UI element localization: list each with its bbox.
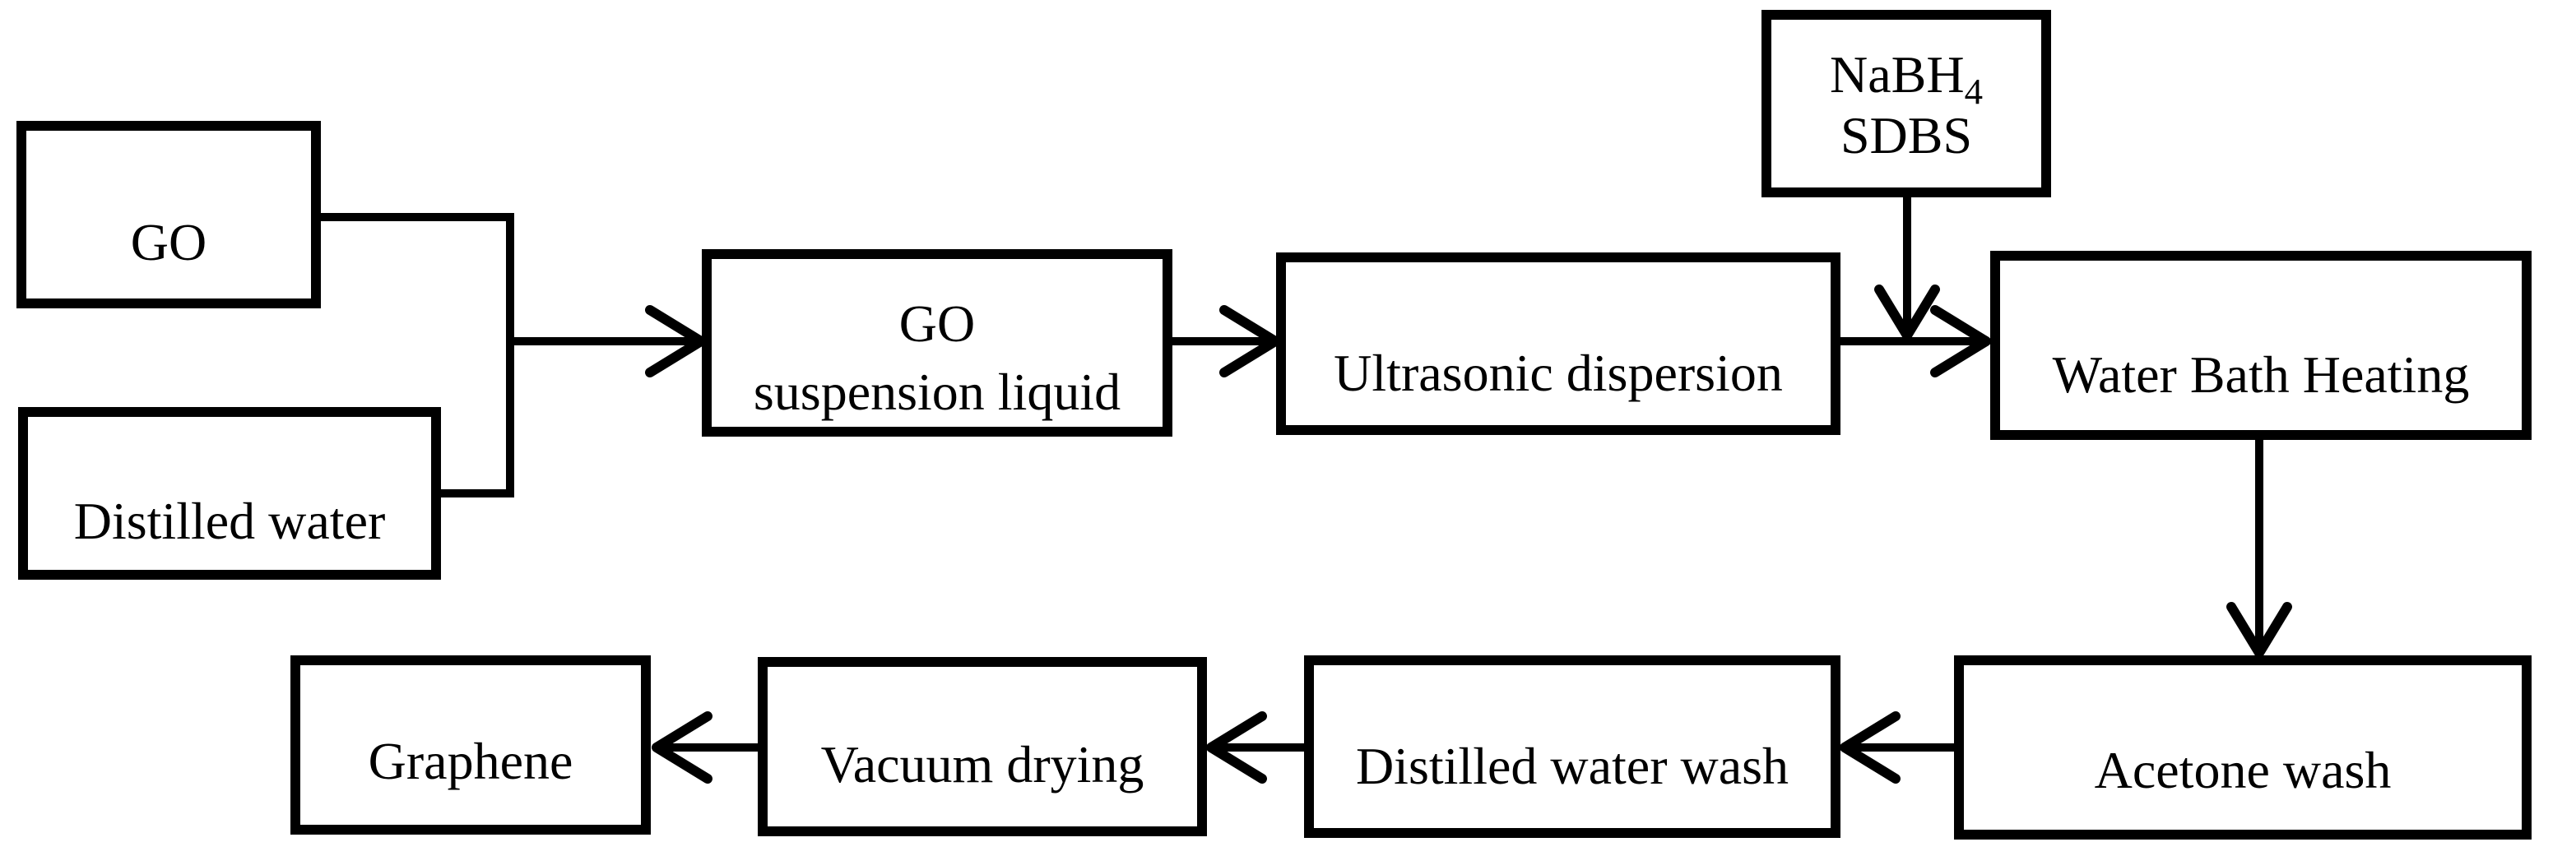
node-graphene-label: Graphene — [369, 729, 573, 794]
node-go-suspension-liquid: GO suspension liquid — [702, 249, 1172, 437]
node-acetone-wash-label: Acetone wash — [2095, 738, 2392, 803]
node-nabh4-formula-base: NaBH — [1830, 44, 1965, 104]
node-go: GO — [16, 121, 321, 308]
node-go-text: GO — [130, 213, 207, 271]
node-acetone-wash-text: Acetone wash — [2094, 741, 2392, 799]
node-water-bath-heating-text: Water Bath Heating — [2052, 345, 2470, 404]
node-distilled-water: Distilled water — [18, 407, 441, 580]
node-vacuum-drying: Vacuum drying — [758, 657, 1207, 836]
node-nabh4-formula-subscript: 4 — [1964, 70, 1983, 112]
node-go-label: GO — [131, 210, 207, 275]
node-distilled-water-wash-text: Distilled water wash — [1355, 737, 1789, 795]
arrowhead-into-water-bath — [1930, 305, 1991, 377]
node-vacuum-drying-text: Vacuum drying — [820, 735, 1144, 794]
arrowhead-into-go-suspension — [645, 305, 706, 377]
edge-merge-go-and-distilled-water — [315, 213, 514, 497]
arrowhead-nabh4-down — [1874, 285, 1940, 340]
node-distilled-water-wash-label: Distilled water wash — [1356, 733, 1789, 799]
arrowhead-into-ultrasonic — [1219, 305, 1280, 377]
node-ultrasonic-dispersion-label: Ultrasonic dispersion — [1334, 340, 1783, 406]
arrowhead-into-graphene — [652, 711, 712, 784]
arrowhead-into-distilled-water-wash — [1840, 711, 1901, 784]
node-water-bath-heating: Water Bath Heating — [1990, 251, 2532, 440]
arrowhead-into-acetone — [2226, 602, 2292, 658]
arrowhead-into-vacuum-drying — [1206, 711, 1267, 784]
node-vacuum-drying-label: Vacuum drying — [821, 732, 1144, 798]
node-ultrasonic-dispersion: Ultrasonic dispersion — [1276, 252, 1840, 435]
node-go-suspension-line1: GO — [898, 294, 976, 353]
node-nabh4-sdbs-label: NaBH4 SDBS — [1830, 44, 1983, 166]
node-nabh4-formula: NaBH4 — [1830, 44, 1983, 109]
node-distilled-water-text: Distilled water — [73, 492, 386, 550]
node-distilled-water-label: Distilled water — [74, 488, 386, 554]
node-go-suspension-liquid-label: GO suspension liquid — [754, 289, 1121, 426]
node-graphene-text: Graphene — [368, 732, 573, 790]
node-graphene: Graphene — [290, 655, 651, 835]
node-nabh4-sdbs: NaBH4 SDBS — [1761, 10, 2051, 197]
node-acetone-wash: Acetone wash — [1954, 655, 2532, 840]
node-water-bath-heating-label: Water Bath Heating — [2053, 342, 2470, 408]
node-distilled-water-wash: Distilled water wash — [1304, 655, 1840, 838]
node-ultrasonic-dispersion-text: Ultrasonic dispersion — [1334, 344, 1783, 402]
node-go-suspension-line2: suspension liquid — [753, 363, 1121, 421]
node-sdbs-text: SDBS — [1840, 106, 1973, 164]
